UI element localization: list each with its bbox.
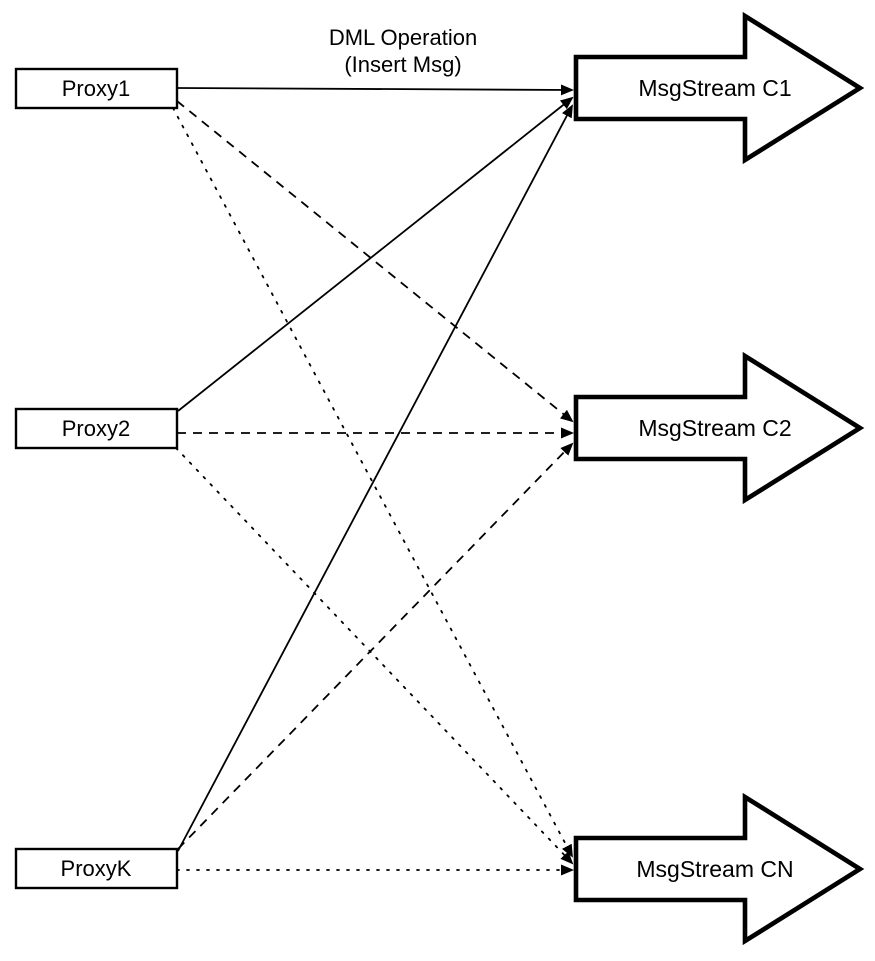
annotation-line1: DML Operation: [329, 25, 477, 50]
proxy2-label: Proxy2: [62, 416, 130, 441]
proxy1-box: [14, 67, 179, 110]
proxyk-label: ProxyK: [61, 856, 132, 881]
annotation-line2: (Insert Msg): [344, 52, 461, 77]
proxy1-label: Proxy1: [62, 76, 130, 101]
msgstream-c2-arrow-shape: [573, 351, 865, 505]
edge-annotation: DML Operation (Insert Msg): [329, 25, 477, 77]
msgstream-c1-arrow-shape: [573, 11, 865, 165]
proxy2-box: [14, 407, 179, 450]
edge-proxy1-c2: [176, 100, 574, 423]
stream-node-c1: MsgStream C1: [573, 11, 865, 165]
proxy-node-k: ProxyK: [14, 847, 179, 890]
msgstream-c2-label: MsgStream C2: [638, 415, 791, 441]
msgstream-cn-arrow-shape: [573, 792, 865, 946]
edge-proxy1-cn: [172, 107, 573, 858]
msgstream-cn-label: MsgStream CN: [636, 856, 793, 882]
edge-proxyk-c1: [177, 104, 573, 852]
proxy-node-2: Proxy2: [14, 407, 179, 450]
edge-proxy1-c1: [176, 84, 574, 96]
edge-proxy2-c1: [177, 96, 574, 412]
stream-node-c2: MsgStream C2: [573, 351, 865, 505]
proxy-node-1: Proxy1: [14, 67, 179, 110]
proxyk-box: [14, 847, 179, 890]
edge-proxy2-cn: [175, 447, 574, 865]
msgstream-c1-label: MsgStream C1: [638, 75, 791, 101]
stream-node-cn: MsgStream CN: [573, 792, 865, 946]
edge-proxyk-c2: [177, 442, 574, 850]
edges: [172, 84, 574, 876]
